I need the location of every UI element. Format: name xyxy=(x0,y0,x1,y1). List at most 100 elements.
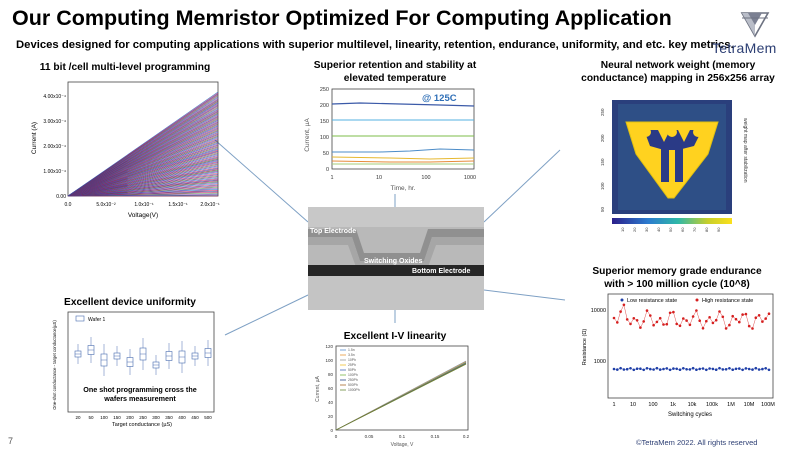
neural-axis-tick: 250 xyxy=(600,108,605,116)
multilevel-xtick: 5.0x10⁻² xyxy=(96,202,116,208)
svg-text:0: 0 xyxy=(335,434,338,439)
svg-text:10: 10 xyxy=(620,227,625,232)
svg-text:80: 80 xyxy=(328,372,334,377)
linearity-legend-item: 500Ph xyxy=(348,383,358,387)
multilevel-xtick: 2.0x10⁻¹ xyxy=(200,202,220,208)
multilevel-xlabel: Voltage(V) xyxy=(128,212,158,219)
svg-text:500: 500 xyxy=(204,415,212,420)
linearity-legend-item: 1.5n xyxy=(348,348,355,352)
svg-text:20: 20 xyxy=(632,227,637,232)
uniformity-annotation-line2: wafers measurement xyxy=(103,394,176,403)
retention-ylabel: Current, µA xyxy=(304,118,311,152)
svg-text:30: 30 xyxy=(644,227,649,232)
uniformity-title: Excellent device uniformity xyxy=(64,297,196,308)
svg-text:10M: 10M xyxy=(744,402,755,408)
endurance-ytick: 1000 xyxy=(594,359,606,365)
neural-axis-tick: 100 xyxy=(600,182,605,190)
svg-text:80: 80 xyxy=(704,227,709,232)
retention-xlabel: Time, hr. xyxy=(390,185,415,192)
uniformity-ylabel: One-shot conductance - target conductanc… xyxy=(52,320,57,410)
linearity-title: Excellent I-V linearity xyxy=(343,331,447,342)
high-resistance-line xyxy=(613,304,770,329)
iv-line xyxy=(335,363,467,431)
retention-ytick: 250 xyxy=(320,87,329,93)
retention-ytick: 0 xyxy=(326,167,329,173)
retention-xtick: 10 xyxy=(376,175,382,181)
logo-text: TetraMem xyxy=(712,40,777,56)
svg-text:1M: 1M xyxy=(727,402,735,408)
retention-ytick: 50 xyxy=(323,151,329,157)
multilevel-ytick: 4.00x10⁻⁴ xyxy=(43,94,66,100)
endurance-legend-low: Low resistance state xyxy=(627,298,677,304)
multilevel-ytick: 0.00 xyxy=(56,194,66,200)
svg-text:450: 450 xyxy=(191,415,199,420)
svg-text:100M: 100M xyxy=(761,402,775,408)
svg-text:20: 20 xyxy=(75,415,81,420)
retention-ytick: 200 xyxy=(320,103,329,109)
endurance-ylabel: Resistance (Ω) xyxy=(582,329,588,366)
uniformity-chart: One-shot conductance - target conductanc… xyxy=(52,311,215,428)
retention-ytick: 100 xyxy=(320,135,329,141)
neural-axis-tick: 150 xyxy=(600,158,605,166)
multilevel-xtick: 1.5x10⁻¹ xyxy=(168,202,188,208)
tem-cross-section-image: Top Electrode Switching Oxides Bottom El… xyxy=(308,207,484,310)
svg-text:120: 120 xyxy=(325,344,333,349)
retention-xtick: 1 xyxy=(330,175,333,181)
tem-bottom-electrode-label: Bottom Electrode xyxy=(412,268,470,275)
neural-axis-tick: 200 xyxy=(600,134,605,142)
neural-weight-map: 250 200 150 100 50 weight map after stab… xyxy=(600,100,748,232)
tetramem-logo-icon xyxy=(740,12,770,38)
neural-axis-tick: 50 xyxy=(600,206,605,212)
linearity-legend-item: 10Ph xyxy=(348,358,356,362)
svg-text:0.15: 0.15 xyxy=(431,434,440,439)
endurance-xlabel: Switching cycles xyxy=(668,412,712,418)
svg-text:60: 60 xyxy=(328,386,334,391)
svg-text:200: 200 xyxy=(126,415,134,420)
retention-ytick: 150 xyxy=(320,119,329,125)
svg-text:1k: 1k xyxy=(670,402,676,408)
tem-top-electrode-label: Top Electrode xyxy=(310,228,356,235)
svg-text:100: 100 xyxy=(648,402,657,408)
endurance-chart: Resistance (Ω) Low resistance state High… xyxy=(582,293,775,418)
svg-text:10k: 10k xyxy=(688,402,697,408)
endurance-ytick: 10000 xyxy=(591,308,606,314)
multilevel-ytick: 1.00x10⁻⁴ xyxy=(43,169,66,175)
multilevel-title: 11 bit /cell multi-level programming xyxy=(39,62,211,73)
multilevel-xtick: 0.0 xyxy=(65,202,72,208)
svg-text:250: 250 xyxy=(139,415,147,420)
svg-text:1: 1 xyxy=(612,402,615,408)
linearity-legend-item: 250Ph xyxy=(348,378,358,382)
svg-text:40: 40 xyxy=(656,227,661,232)
svg-text:100: 100 xyxy=(325,358,333,363)
linearity-legend-item: 3.5n xyxy=(348,353,355,357)
low-resistance-line xyxy=(613,367,770,371)
page-number: 7 xyxy=(8,436,14,446)
svg-text:90: 90 xyxy=(716,227,721,232)
tem-switching-oxides-label: Switching Oxides xyxy=(364,258,422,265)
multilevel-ytick: 3.00x10⁻⁴ xyxy=(43,119,66,125)
endurance-legend-high: High resistance state xyxy=(702,298,753,304)
svg-text:150: 150 xyxy=(113,415,121,420)
slide-title: Our Computing Memristor Optimized For Co… xyxy=(12,6,672,30)
multilevel-xtick: 1.0x10⁻¹ xyxy=(134,202,154,208)
linearity-legend-item: 25Ph xyxy=(348,363,356,367)
svg-text:20: 20 xyxy=(328,414,334,419)
svg-text:50: 50 xyxy=(88,415,94,420)
multilevel-ylabel: Current (A) xyxy=(31,122,38,154)
slide-subtitle: Devices designed for computing applicati… xyxy=(16,39,734,51)
svg-text:100: 100 xyxy=(100,415,108,420)
multilevel-ytick: 2.00x10⁻⁴ xyxy=(43,144,66,150)
retention-xtick: 1000 xyxy=(464,175,476,181)
copyright-text: ©TetraMem 2022. All rights reserved xyxy=(636,438,758,447)
svg-text:400: 400 xyxy=(178,415,186,420)
uniformity-xlabel: Target conductance (µS) xyxy=(112,422,172,428)
linearity-legend-item: 1000Ph xyxy=(348,388,360,392)
svg-text:40: 40 xyxy=(328,400,334,405)
svg-text:60: 60 xyxy=(680,227,685,232)
iv-curve xyxy=(67,91,219,197)
linearity-xlabel: Voltage, V xyxy=(391,442,414,448)
svg-text:100k: 100k xyxy=(706,402,718,408)
